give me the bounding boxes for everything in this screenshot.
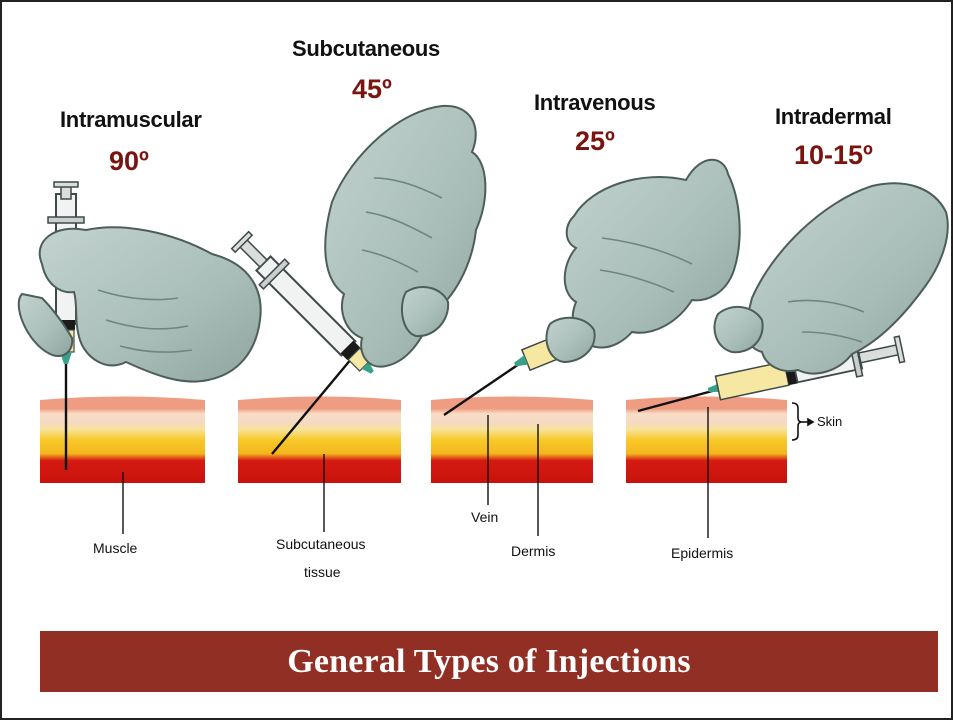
subcutaneous-title: Subcutaneous: [292, 36, 440, 62]
intradermal-angle: 10-15º: [794, 140, 873, 171]
intradermal-hand: [714, 183, 947, 373]
intravenous-title: Intravenous: [534, 90, 655, 116]
title-banner: General Types of Injections: [40, 631, 938, 692]
intravenous-hand: [546, 160, 739, 362]
leader-lines: [123, 407, 708, 538]
tissue-block-intravenous: [431, 397, 593, 484]
banner-title: General Types of Injections: [287, 643, 691, 681]
intramuscular-angle: 90º: [109, 146, 149, 177]
subcutaneous-hand: [325, 106, 485, 367]
intradermal-title: Intradermal: [775, 104, 892, 130]
label-subcutaneous-tissue-line2: tissue: [304, 564, 341, 580]
label-muscle: Muscle: [93, 540, 137, 556]
label-vein: Vein: [471, 509, 498, 525]
label-dermis: Dermis: [511, 543, 555, 559]
label-epidermis: Epidermis: [671, 545, 733, 561]
label-skin: Skin: [817, 414, 842, 429]
skin-bracket: [792, 403, 813, 440]
intramuscular-title: Intramuscular: [60, 107, 202, 133]
subcutaneous-angle: 45º: [352, 74, 392, 105]
tissue-block-subcutaneous: [238, 397, 401, 484]
tissue-block-intradermal: [626, 397, 787, 484]
intravenous-angle: 25º: [575, 126, 615, 157]
label-subcutaneous-tissue-line1: Subcutaneous: [276, 536, 366, 552]
tissue-block-intramuscular: [40, 397, 205, 484]
